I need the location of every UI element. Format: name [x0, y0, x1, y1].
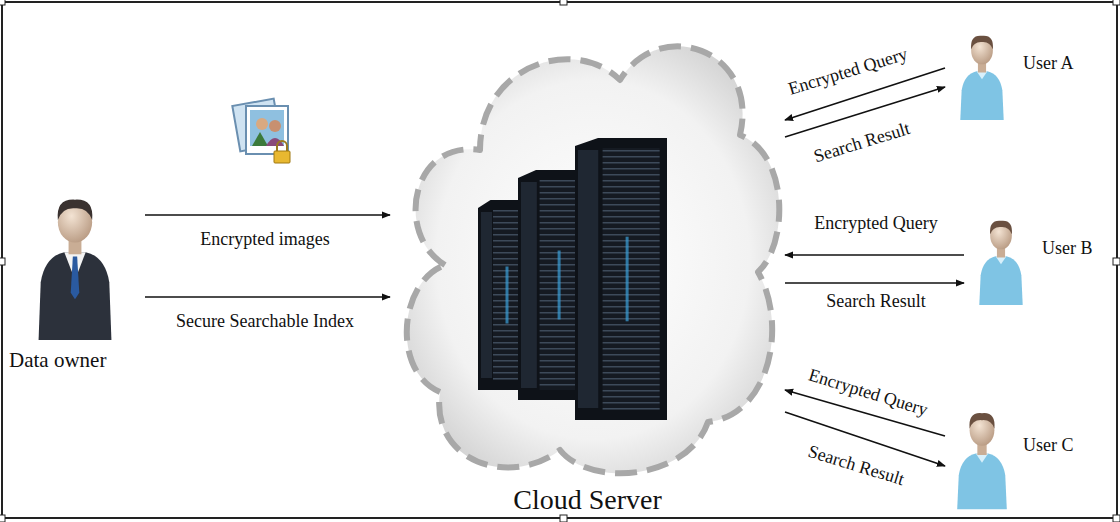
arrow-label: Secure Searchable Index: [174, 312, 356, 332]
cloud-server-art: [390, 10, 785, 518]
node-label: User A: [1023, 53, 1074, 75]
user-figure: [951, 400, 1013, 510]
arrow-label: Search Result: [810, 118, 915, 167]
node-label: User C: [1023, 435, 1074, 457]
data-owner: Data owner: [5, 190, 145, 390]
arrow-label: Encrypted Query: [804, 365, 932, 421]
user-figure: [970, 210, 1032, 305]
user: User C: [945, 400, 1110, 510]
node-label: Data owner: [5, 348, 149, 373]
flow-arrow: [785, 282, 964, 284]
flow-arrow: [785, 254, 964, 256]
arrow-label: Search Result: [824, 292, 927, 312]
arrow-label: Encrypted Query: [812, 214, 939, 234]
arrow-label: Encrypted images: [198, 230, 331, 250]
flow-arrow: [145, 214, 390, 216]
flow-arrow: [145, 296, 390, 298]
user: User B: [964, 210, 1114, 305]
user-figure: [951, 25, 1013, 120]
node-label: Cloud Server: [390, 484, 785, 516]
user: User A: [945, 25, 1110, 120]
owner-figure: [5, 190, 145, 340]
flow-arrow: [785, 87, 945, 137]
encrypted-image-icon: [232, 99, 290, 163]
arrow-label: Encrypted Query: [784, 44, 912, 100]
node-label: User B: [1042, 238, 1093, 260]
cloud-server: Cloud Server: [390, 10, 785, 518]
